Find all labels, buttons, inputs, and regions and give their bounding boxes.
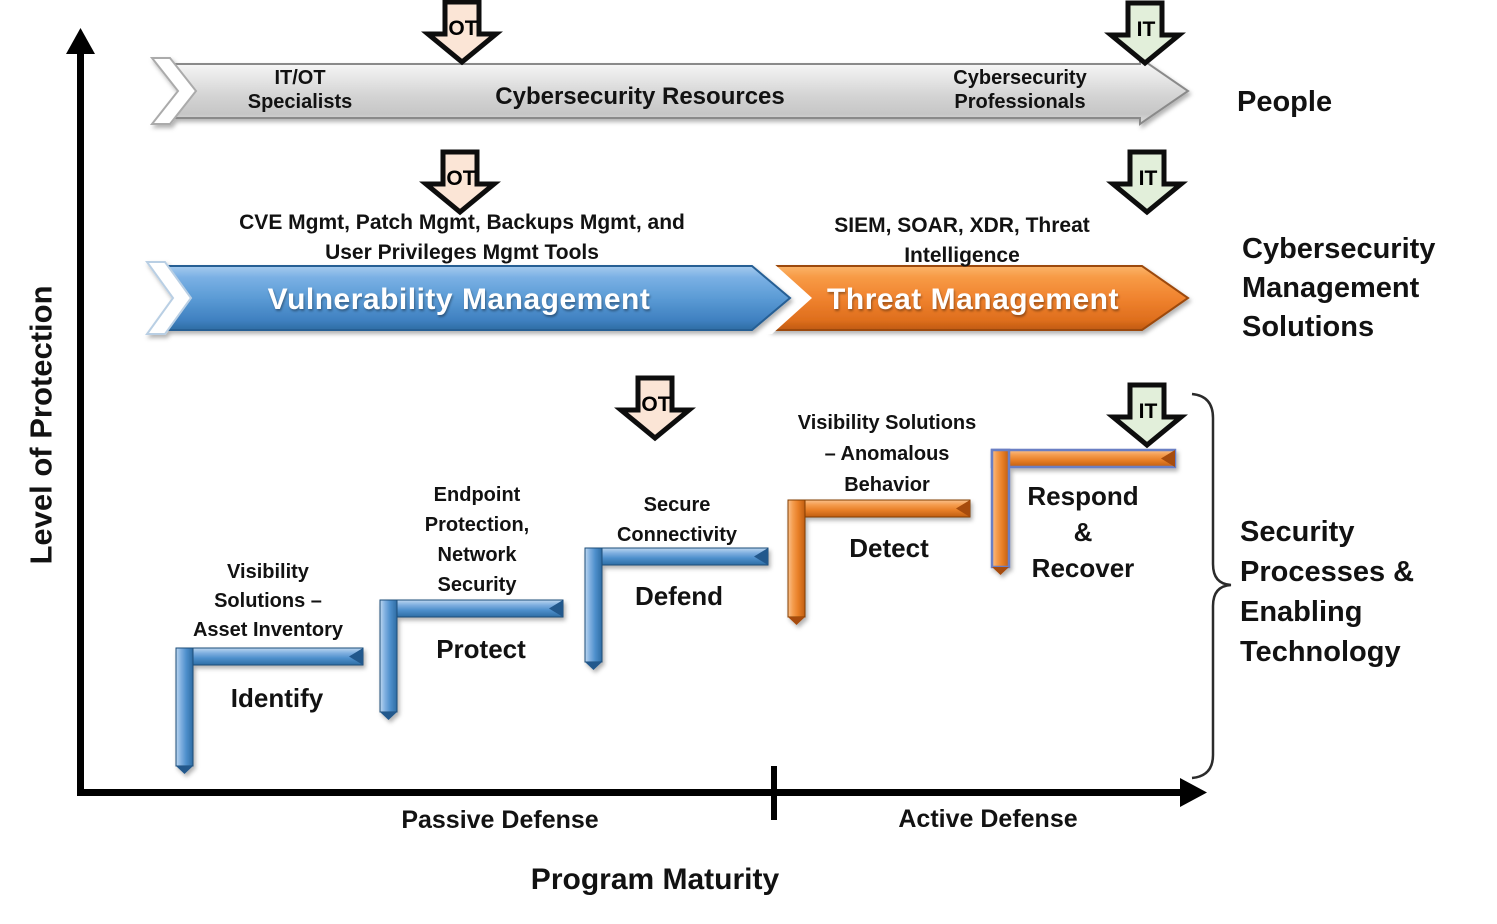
step-detect-description: Visibility Solutions – Anomalous Behavio… [797,412,977,496]
people-segment-cybersecurity-resources: Cybersecurity Resources [495,83,785,110]
it-arrow-processes [1106,382,1188,449]
row-label-management-solutions: Cybersecurity Management Solutions [1242,233,1436,343]
threat-management-label: Threat Management [827,283,1119,316]
step-protect-description: Endpoint Protection, Network Security [424,484,530,596]
it-arrow-people [1104,0,1186,67]
step-identify-label: Identify [230,683,324,713]
step-respond-recover-label: Respond & Recover [1027,481,1139,583]
ot-arrow-processes [614,375,696,442]
step-protect-bracket [379,599,564,720]
ot-marker-label: OT [641,393,671,416]
it-arrow-management [1106,149,1188,216]
y-axis [66,28,95,794]
ribbon-gap-chevron [744,262,812,334]
step-identify-bracket [175,647,364,774]
vulnerability-management-label: Vulnerability Management [267,283,651,316]
it-marker-label: IT [1138,167,1158,190]
row-label-security-processes: Security Processes & Enabling Technology [1240,516,1415,668]
ot-marker-label: OT [446,167,476,190]
people-segment-itot-specialists: IT/OT Specialists [247,67,353,113]
active-defense-label: Active Defense [898,805,1078,833]
ot-marker-label: OT [448,17,478,40]
defense-divider-tick [771,766,777,820]
people-segment-cybersecurity-professionals: Cybersecurity Professionals [953,67,1087,113]
processes-brace [1191,392,1232,780]
y-axis-label: Level of Protection [23,285,59,565]
management-right-tools: SIEM, SOAR, XDR, Threat Intelligence [834,214,1090,267]
step-identify-description: Visibility Solutions – Asset Inventory [192,561,344,641]
management-left-tools: CVE Mgmt, Patch Mgmt, Backups Mgmt, and … [239,211,685,264]
row-label-people: People [1237,86,1333,118]
step-protect-label: Protect [436,634,526,664]
step-defend-label: Defend [634,581,724,611]
ot-arrow-management [419,149,501,216]
x-axis-label: Program Maturity [530,863,780,896]
x-axis [77,766,1207,820]
it-marker-label: IT [1136,18,1156,41]
step-detect-bracket [787,499,971,625]
step-defend-bracket [584,547,769,670]
people-ribbon-arrow [149,56,1190,126]
passive-defense-label: Passive Defense [401,806,599,834]
vulnerability-management-arrow [145,261,792,335]
ot-arrow-people [421,0,503,66]
step-respond-recover-bracket [990,448,1177,575]
step-defend-description: Secure Connectivity [616,494,738,546]
step-detect-label: Detect [849,533,929,563]
it-marker-label: IT [1138,400,1158,423]
